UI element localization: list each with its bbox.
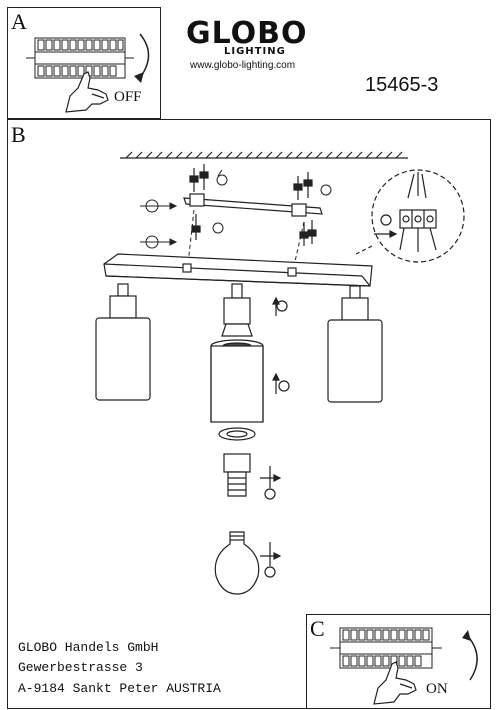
connector-detail [355,169,465,263]
shade-right [327,285,383,403]
ceiling [120,151,408,159]
screwdriver-icon [189,164,317,246]
hand-icon [373,661,417,705]
panel-c-letter: C [310,616,325,641]
canopy-bar [103,253,373,287]
hand-icon [65,71,109,113]
lamp-holder [223,453,282,500]
mounting-bracket [183,193,323,217]
brand-website: www.globo-lighting.com [190,60,296,71]
shade-center [210,339,290,423]
panel-a-letter: A [11,9,27,34]
on-label: ON [426,681,448,697]
light-bulb-icon [214,531,282,595]
company-city: A-9184 Sankt Peter AUSTRIA [18,681,221,696]
panel-a [7,7,161,119]
panel-b [7,119,491,709]
shade-left [95,283,151,401]
brand-name: GLOBO [186,16,308,51]
company-street: Gewerbestrasse 3 [18,660,143,675]
company-name: GLOBO Handels GmbH [18,640,159,655]
brand-tagline: LIGHTING [224,46,286,57]
off-label: OFF [114,89,142,105]
panel-b-letter: B [11,122,26,147]
center-socket [221,283,288,337]
rotate-arrow-icon [465,633,478,681]
product-number: 15465-3 [365,74,439,96]
lock-ring [218,427,256,441]
